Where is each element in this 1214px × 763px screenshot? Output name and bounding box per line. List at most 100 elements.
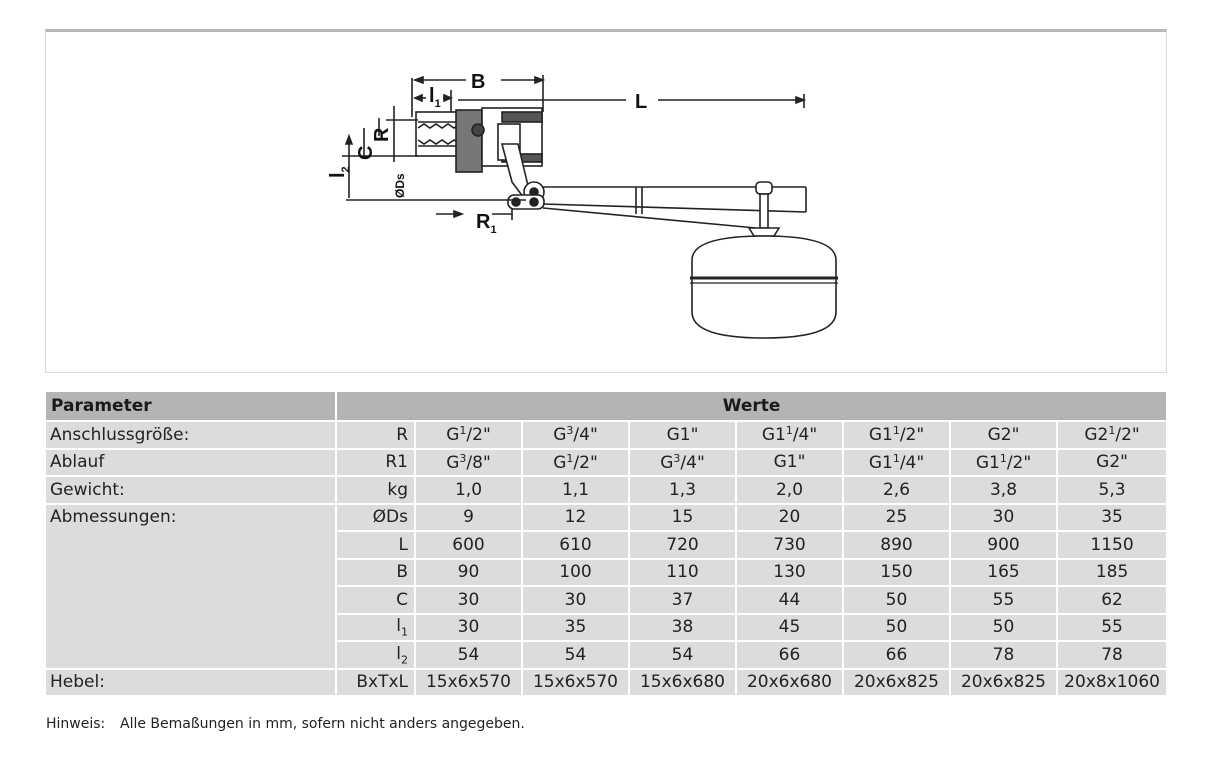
row-parameter xyxy=(46,557,337,585)
value-base: 66 xyxy=(885,644,908,665)
row-parameter: Abmessungen: xyxy=(46,502,337,530)
value-cell: 35 xyxy=(523,612,630,640)
row-unit-text: C xyxy=(396,589,408,610)
row-unit-subscript: 1 xyxy=(401,625,408,639)
footnote: Hinweis:Alle Bemaßungen in mm, sofern ni… xyxy=(46,716,525,732)
value-base: G1 xyxy=(868,425,893,446)
value-cell: 54 xyxy=(523,640,630,668)
header-values: Werte xyxy=(337,392,1167,420)
value-superscript: 1 xyxy=(892,424,900,438)
value-cell: 100 xyxy=(523,557,630,585)
row-unit: l1 xyxy=(337,612,416,640)
value-cell: 38 xyxy=(630,612,737,640)
value-cell: 610 xyxy=(523,530,630,558)
value-base: 78 xyxy=(992,644,1015,665)
value-cell: G3/4" xyxy=(523,420,630,448)
value-base: G2 xyxy=(1084,425,1109,446)
value-cell: 110 xyxy=(630,557,737,585)
value-cell: G21/2" xyxy=(1058,420,1167,448)
dim-label-l2: l xyxy=(327,172,349,178)
value-cell: 150 xyxy=(844,557,951,585)
value-cell: G11/2" xyxy=(951,447,1058,475)
value-cell: 50 xyxy=(951,612,1058,640)
value-cell: 890 xyxy=(844,530,951,558)
value-cell: 78 xyxy=(1058,640,1167,668)
value-base: 55 xyxy=(992,589,1015,610)
value-superscript: 1 xyxy=(999,451,1007,465)
value-base: G xyxy=(553,425,567,446)
value-superscript: 1 xyxy=(566,451,574,465)
row-unit: ØDs xyxy=(337,502,416,530)
value-base: 66 xyxy=(778,644,801,665)
value-base: 890 xyxy=(880,534,913,555)
value-cell: 1,3 xyxy=(630,475,737,503)
value-cell: 37 xyxy=(630,585,737,613)
value-base: 25 xyxy=(885,507,908,528)
value-cell: 30 xyxy=(416,585,523,613)
value-cell: 15 xyxy=(630,502,737,530)
row-unit-text: ØDs xyxy=(372,507,408,528)
value-cell: 730 xyxy=(737,530,844,558)
value-base: 20x6x680 xyxy=(746,672,833,693)
value-base: 5,3 xyxy=(1098,479,1126,500)
value-base: 720 xyxy=(666,534,699,555)
value-cell: G1/2" xyxy=(416,420,523,448)
row-parameter xyxy=(46,640,337,668)
row-unit-text: R1 xyxy=(385,452,408,473)
value-fraction: /2" xyxy=(1115,425,1140,446)
value-cell: 35 xyxy=(1058,502,1167,530)
value-cell: 54 xyxy=(630,640,737,668)
row-unit-text: L xyxy=(398,534,408,555)
value-cell: G1" xyxy=(737,447,844,475)
row-unit-text: l xyxy=(396,616,401,637)
value-base: G1 xyxy=(868,452,893,473)
value-base: G xyxy=(660,452,674,473)
value-base: 15 xyxy=(671,507,694,528)
value-cell: 2,6 xyxy=(844,475,951,503)
value-base: 165 xyxy=(987,562,1020,583)
value-cell: 3,8 xyxy=(951,475,1058,503)
row-unit: B xyxy=(337,557,416,585)
value-base: 90 xyxy=(457,562,480,583)
value-base: 9 xyxy=(463,507,474,528)
value-cell: 5,3 xyxy=(1058,475,1167,503)
value-cell: 9 xyxy=(416,502,523,530)
value-base: 15x6x570 xyxy=(532,672,619,693)
value-cell: 62 xyxy=(1058,585,1167,613)
row-unit-text: BxTxL xyxy=(356,672,408,693)
value-cell: G3/8" xyxy=(416,447,523,475)
value-superscript: 1 xyxy=(785,424,793,438)
value-base: G1" xyxy=(773,452,806,473)
value-cell: 90 xyxy=(416,557,523,585)
value-base: 610 xyxy=(559,534,592,555)
value-base: 30 xyxy=(564,589,587,610)
value-cell: 50 xyxy=(844,585,951,613)
row-unit-text: l xyxy=(396,643,401,664)
value-base: G xyxy=(446,452,460,473)
row-unit-text: B xyxy=(396,562,408,583)
value-fraction: /2" xyxy=(899,425,925,446)
value-base: 1,0 xyxy=(454,479,483,500)
svg-text:l2: l2 xyxy=(327,166,352,178)
value-base: G2" xyxy=(987,424,1020,445)
value-cell: 720 xyxy=(630,530,737,558)
value-superscript: 1 xyxy=(1108,424,1116,438)
value-base: 30 xyxy=(457,589,480,610)
value-base: 54 xyxy=(564,644,587,665)
table-header-row: Parameter Werte xyxy=(46,392,1167,420)
row-unit-subscript: 2 xyxy=(401,652,408,666)
dim-label-l: L xyxy=(635,91,647,113)
value-fraction: /4" xyxy=(680,452,705,473)
value-base: 54 xyxy=(457,644,480,665)
value-base: 35 xyxy=(564,617,587,638)
value-base: 1,3 xyxy=(668,479,697,500)
value-superscript: 1 xyxy=(459,424,467,438)
value-base: 3,8 xyxy=(989,479,1018,500)
footnote-text: Alle Bemaßungen in mm, sofern nicht ande… xyxy=(120,716,525,732)
value-fraction: /4" xyxy=(899,452,925,473)
value-cell: 15x6x570 xyxy=(523,667,630,695)
